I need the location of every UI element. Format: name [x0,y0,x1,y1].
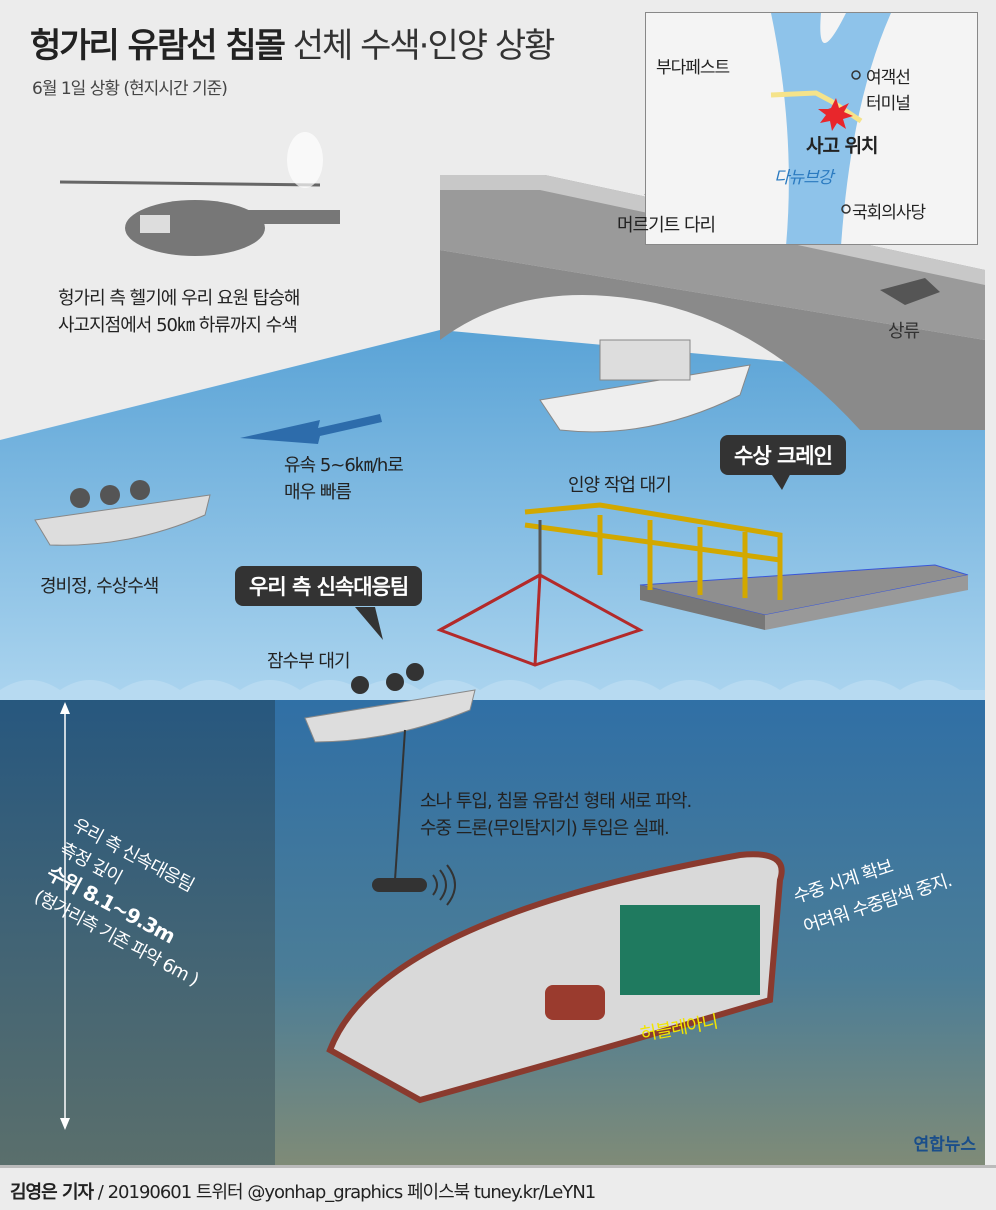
sonar-signal-icon [432,864,456,906]
map-terminal-label-1: 여객선 [866,68,911,88]
reporter-name: 김영은 기자 [10,1182,94,1203]
patrol-label: 경비정, 수상수색 [40,576,159,597]
map-river-label: 다뉴브강 [774,168,834,188]
title-light: 선체 수색·인양 상황 [292,26,556,66]
map-accident-label: 사고 위치 [806,135,879,157]
sunken-ship [326,851,785,1104]
rapid-team-boat [304,663,476,743]
crane-callout: 수상 크레인 [720,435,846,475]
parliament-marker-icon [841,204,851,214]
yonhap-logo: 연합뉴스 [913,1135,976,1155]
bridge-label: 머르기트 다리 [617,215,716,236]
page-title: 헝가리 유람선 침몰 선체 수색·인양 상황 [30,18,556,67]
lift-frame [436,573,644,667]
sonar-label-1: 소나 투입, 침몰 유람선 형태 새로 파악. [420,791,692,812]
upstream-arrow [880,278,940,305]
current-label-2: 매우 빠름 [284,482,352,503]
location-map: 부다페스트 여객선 터미널 사고 위치 다뉴브강 국회의사당 [645,12,978,245]
upstream-label: 상류 [888,321,920,342]
sonar-device [372,878,427,892]
lift-wait-label: 인양 작업 대기 [568,475,672,496]
map-city-label: 부다페스트 [656,58,730,78]
subtitle: 6월 1일 상황 (현지시간 기준) [32,79,228,99]
helicopter-label-1: 헝가리 측 헬기에 우리 요원 탑승해 [58,288,300,309]
accident-burst-icon [818,98,853,131]
current-arrow [240,414,382,444]
title-bold: 헝가리 유람선 침몰 [30,26,286,66]
terminal-marker-icon [851,70,861,80]
divers-label: 잠수부 대기 [267,651,351,672]
map-terminal-label-2: 터미널 [866,94,911,114]
patrol-boat [34,480,211,546]
map-bridge [770,90,863,124]
helicopter-label-2: 사고지점에서 50㎞ 하류까지 수색 [58,315,298,336]
footer-credit: 김영은 기자 / 20190601 트위터 @yonhap_graphics 페… [10,1178,596,1204]
map-parliament-label: 국회의사당 [852,203,926,223]
bridge-arch [440,250,985,430]
underwater-block-side [0,690,275,1165]
footer-divider [0,1165,996,1168]
floating-crane [524,502,969,630]
current-label-1: 유속 5~6㎞/h로 [284,455,404,476]
big-boat [539,339,751,433]
footer-info: / 20190601 트위터 @yonhap_graphics 페이스북 tun… [93,1182,596,1203]
sonar-label-2: 수중 드론(무인탐지기) 투입은 실패. [420,818,670,839]
helicopter [59,132,340,256]
map-river [771,13,891,244]
rapid-team-callout: 우리 측 신속대응팀 [235,566,423,606]
bridge-deck [440,175,985,340]
